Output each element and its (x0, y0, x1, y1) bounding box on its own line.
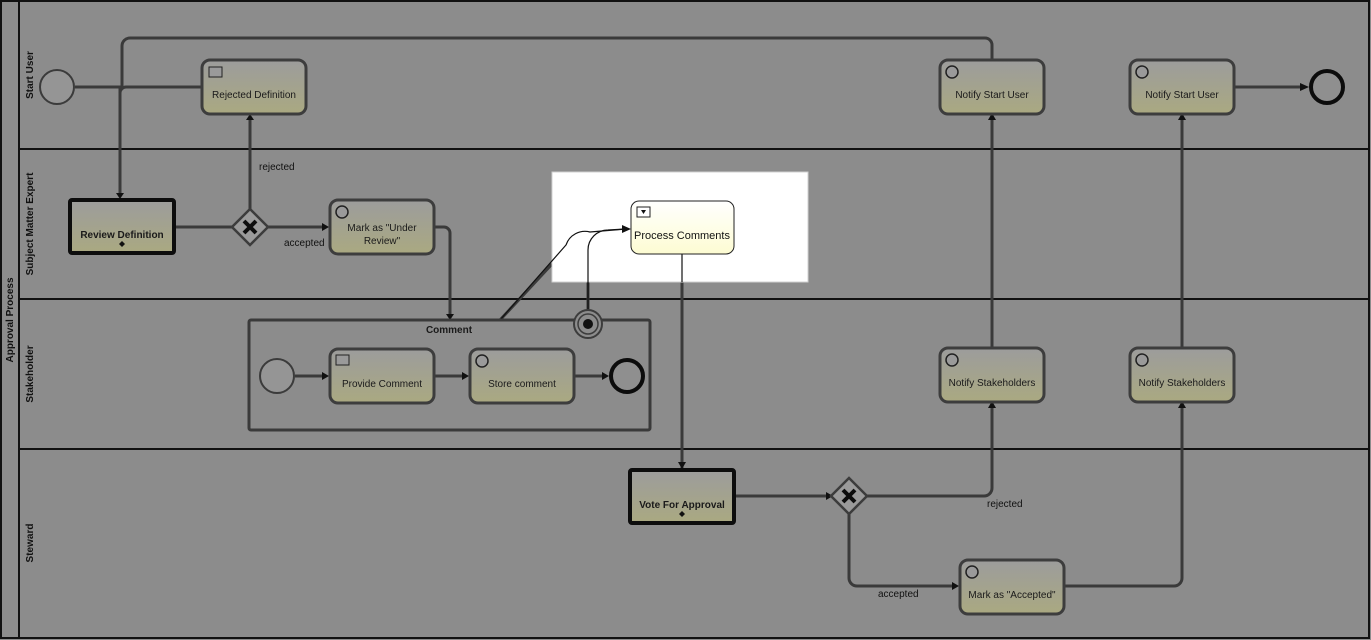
gear-icon (965, 565, 979, 579)
gear-icon (475, 354, 489, 368)
svg-text:Store comment: Store comment (488, 379, 556, 390)
svg-text:Notify Start User: Notify Start User (1145, 90, 1219, 101)
collapsed-marker-icon (679, 511, 685, 517)
gear-icon (335, 205, 349, 219)
flow-start-to-review[interactable] (75, 85, 122, 195)
svg-text:Provide Comment: Provide Comment (342, 379, 422, 390)
user-task-icon (335, 354, 350, 366)
task-mark-under-review[interactable]: Mark as "Under Review" (328, 198, 436, 256)
svg-text:Vote For Approval: Vote For Approval (639, 500, 725, 511)
collapsed-marker-icon (119, 241, 125, 247)
sub-start-event[interactable] (259, 358, 295, 394)
exclusive-gateway-2[interactable] (829, 476, 869, 516)
flow-boundary-to-process[interactable] (587, 228, 627, 310)
sub-end-event[interactable] (609, 358, 645, 394)
svg-text:Review Definition: Review Definition (80, 230, 163, 241)
flow-gateway-rejected-2[interactable] (866, 406, 994, 498)
flow-gateway-accepted-2[interactable] (847, 514, 956, 588)
x-icon (242, 219, 258, 235)
exclusive-gateway-1[interactable] (230, 207, 270, 247)
svg-text:Review": Review" (364, 236, 401, 247)
task-store-comment[interactable]: Store comment (468, 347, 576, 405)
lane-label-stakeholder: Stakeholder (25, 345, 36, 402)
end-event[interactable] (1309, 69, 1345, 105)
task-provide-comment[interactable]: Provide Comment (328, 347, 436, 405)
task-notify-start-user-1[interactable]: Notify Start User (938, 58, 1046, 116)
gear-icon (945, 353, 959, 367)
x-icon (841, 488, 857, 504)
svg-text:Mark as "Accepted": Mark as "Accepted" (968, 590, 1056, 601)
svg-text:Process Comments: Process Comments (634, 230, 730, 242)
pool-label: Approval Process (5, 277, 16, 362)
task-process-comments[interactable]: Process Comments (630, 200, 735, 255)
flow-rejected-to-review[interactable] (118, 85, 202, 94)
sequence-flows (75, 36, 1305, 588)
call-activity-review-definition[interactable]: Review Definition (68, 198, 176, 255)
subprocess-comment[interactable]: Comment (247, 318, 652, 432)
flow-under-review-to-comment[interactable] (434, 225, 452, 318)
svg-text:Notify Start User: Notify Start User (955, 90, 1029, 101)
flow-comment-to-process[interactable] (499, 228, 627, 321)
gear-icon (945, 65, 959, 79)
task-notify-start-user-2[interactable]: Notify Start User (1128, 58, 1236, 116)
svg-text:Notify Stakeholders: Notify Stakeholders (949, 378, 1036, 389)
flow-label-rejected: rejected (259, 162, 295, 173)
task-notify-stakeholders-2[interactable]: Notify Stakeholders (1128, 346, 1236, 404)
svg-text:Notify Stakeholders: Notify Stakeholders (1139, 378, 1226, 389)
svg-text:Mark as "Under: Mark as "Under (347, 223, 417, 234)
lane-label-sme: Subject Matter Expert (25, 172, 36, 275)
svg-text:Comment: Comment (426, 325, 473, 336)
call-activity-vote-for-approval[interactable]: Vote For Approval (628, 468, 736, 525)
svg-text:Rejected Definition: Rejected Definition (212, 90, 296, 101)
task-notify-stakeholders-1[interactable]: Notify Stakeholders (938, 346, 1046, 404)
gear-icon (1135, 353, 1149, 367)
start-event[interactable] (39, 69, 75, 105)
flow-label-accepted-2: accepted (878, 589, 919, 600)
task-rejected-definition[interactable]: Rejected Definition (200, 58, 308, 116)
user-task-icon (208, 66, 223, 78)
flow-notify-to-review[interactable] (120, 36, 994, 87)
lane-label-start-user: Start User (25, 51, 36, 99)
flow-accepted-to-stakeholders[interactable] (1064, 406, 1184, 588)
boundary-event[interactable] (573, 309, 603, 339)
flow-label-accepted: accepted (284, 238, 325, 249)
flow-label-rejected-2: rejected (987, 499, 1023, 510)
lane-label-steward: Steward (25, 524, 36, 563)
gear-icon (1135, 65, 1149, 79)
task-mark-accepted[interactable]: Mark as "Accepted" (958, 558, 1066, 616)
